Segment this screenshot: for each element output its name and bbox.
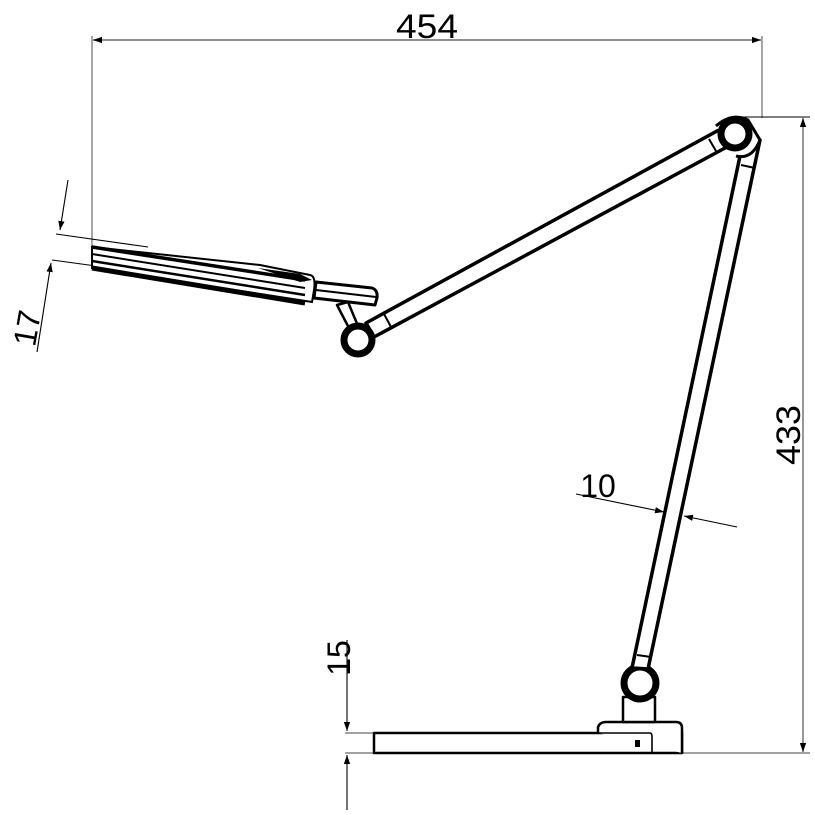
height-label: 433 <box>770 405 808 465</box>
lower-arm-collar-top <box>740 164 756 169</box>
width-label: 454 <box>396 8 458 46</box>
head-hinge <box>312 280 379 358</box>
upper-arm-rod <box>364 123 740 339</box>
dimension-base-thickness: 15 <box>321 640 376 810</box>
dimension-height: 433 <box>680 116 810 754</box>
base-joint-icon <box>620 663 660 703</box>
dimension-arm-thickness: 10 <box>575 468 738 528</box>
head-extension-bottom <box>51 259 97 267</box>
lower-arm-collar-bottom <box>636 654 652 658</box>
head-joint-icon <box>340 322 376 358</box>
base-step-line <box>374 732 653 753</box>
arm-arrow-left <box>575 493 665 514</box>
top-joint <box>715 115 762 159</box>
arm-thickness-label: 10 <box>580 468 616 504</box>
lamp-base <box>372 720 684 755</box>
lower-arm-rod <box>630 135 762 671</box>
head-thickness-label: 17 <box>6 307 48 348</box>
head-arrow-top <box>58 179 69 231</box>
lamp-head <box>91 245 316 306</box>
top-joint-icon <box>717 116 753 152</box>
upper-arm-collar-right <box>708 138 717 152</box>
upper-arm-collar-left <box>383 313 392 328</box>
lower-arm <box>630 135 762 671</box>
base-switch-icon <box>635 740 640 747</box>
head-edge-bottom <box>91 265 306 306</box>
head-extension-top <box>55 233 149 248</box>
head-stripe-2 <box>91 259 306 297</box>
base-thickness-label: 15 <box>321 640 357 676</box>
head-taper <box>258 268 312 282</box>
dimension-width: 454 <box>91 8 763 262</box>
head-edge-top <box>91 245 306 282</box>
dimension-head-thickness: 17 <box>6 179 149 353</box>
connector-line <box>315 289 377 298</box>
head-stripe-1 <box>91 253 306 289</box>
head-arrow-bottom <box>36 262 53 353</box>
base-pivot <box>620 663 660 724</box>
arm-arrow-right <box>683 514 738 528</box>
upper-arm <box>364 123 740 339</box>
